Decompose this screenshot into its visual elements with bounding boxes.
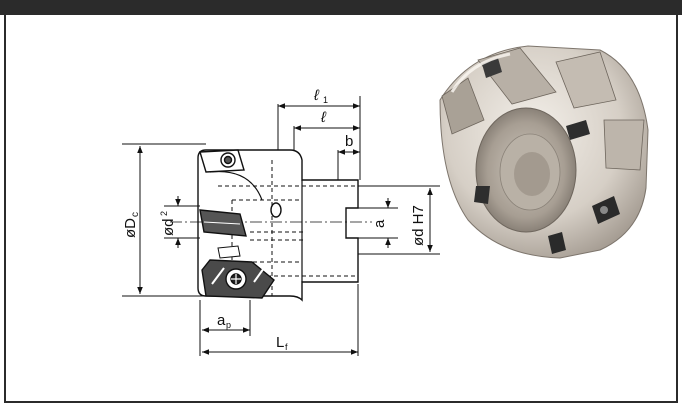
dimension-labels: ℓ 1 ℓ b a ød H7 øD c ød 2 a p L f — [122, 87, 427, 352]
label-d2-sub: 2 — [159, 211, 169, 216]
label-lf-sub: f — [285, 342, 288, 352]
label-l1: ℓ — [313, 87, 320, 104]
label-b: b — [345, 133, 353, 150]
label-ap: a — [217, 312, 226, 329]
cutter-side-view — [170, 149, 372, 302]
label-l: ℓ — [320, 109, 327, 126]
label-d2: ød — [160, 218, 177, 236]
header-bar — [0, 0, 682, 15]
label-dc-sub: c — [130, 212, 141, 217]
label-a: a — [371, 219, 388, 228]
label-lf: L — [276, 334, 284, 351]
frame-border — [4, 15, 678, 403]
label-ap-sub: p — [226, 320, 231, 330]
label-d-h7: ød H7 — [410, 205, 427, 246]
label-dc: øD — [122, 218, 139, 238]
label-l1-sub: 1 — [323, 95, 328, 105]
cutter-product-image — [439, 45, 649, 259]
dimension-lines — [122, 96, 440, 356]
